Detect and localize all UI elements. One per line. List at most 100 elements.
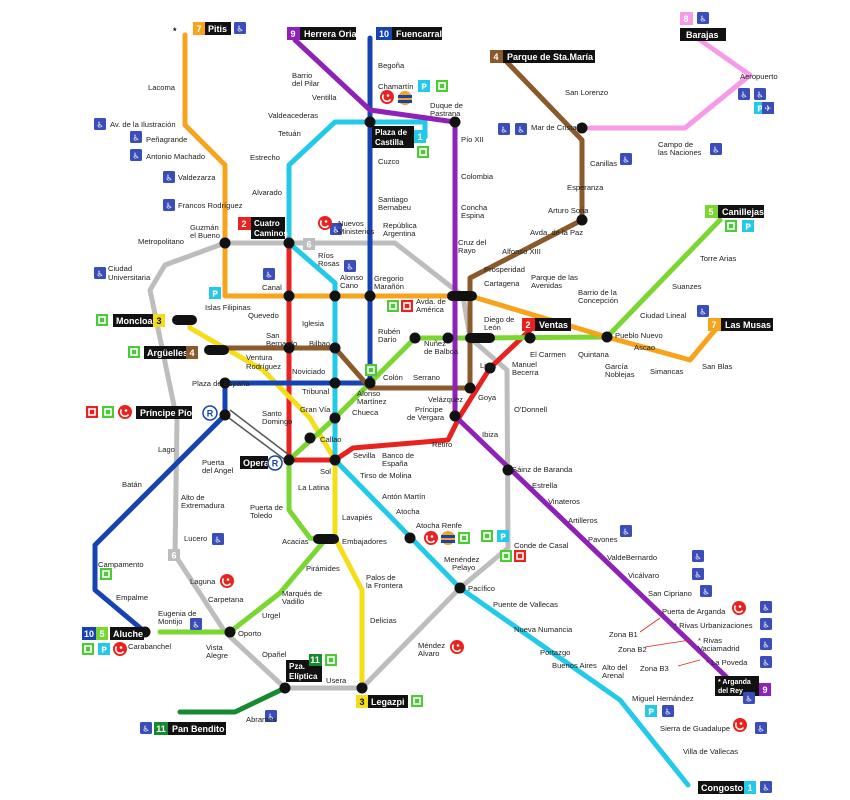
svg-text:Begoña: Begoña [378,61,405,70]
svg-text:3: 3 [359,697,364,707]
terminal-ventas[interactable]: 2 Ventas [522,318,571,331]
svg-text:Lista: Lista [480,361,497,370]
svg-text:6: 6 [171,551,176,561]
terminal-pitis[interactable]: * 7 Pitis [173,22,246,36]
svg-text:10: 10 [84,629,94,639]
svg-text:✈: ✈ [765,104,772,113]
svg-text:8: 8 [683,14,688,24]
terminal-arguelles[interactable]: Argüelles 4 [128,346,198,359]
svg-text:Zona B2: Zona B2 [618,645,647,654]
line-8 [579,37,753,131]
svg-text:Domingo: Domingo [262,417,292,426]
svg-text:Vinateros: Vinateros [548,497,580,506]
terminal-opera[interactable]: Opera R [240,455,283,471]
svg-text:Fuencarral: Fuencarral [396,29,442,39]
svg-text:Ascao: Ascao [634,343,655,352]
svg-text:Chamartín: Chamartín [378,82,413,91]
terminal-canillejas[interactable]: 5 Canillejas [705,205,764,232]
terminal-pan-bendito[interactable]: 11 Pan Bendito [140,722,226,735]
svg-text:Avenidas: Avenidas [531,281,562,290]
svg-text:Las Musas: Las Musas [725,320,771,330]
interchange-cartagena [447,291,477,301]
terminal-principe-pio[interactable]: Príncipe Pío R [86,404,218,421]
svg-text:4: 4 [189,348,194,358]
terminal-congosto[interactable]: Congosto 1 [698,781,772,794]
terminal-barajas[interactable]: 8 Barajas [680,12,726,41]
line-7 [182,32,718,363]
svg-text:Aeropuerto: Aeropuerto [740,72,778,81]
svg-text:7: 7 [711,320,716,330]
svg-text:Zona B1: Zona B1 [609,630,638,639]
svg-text:Colón: Colón [383,373,403,382]
wheelchair-icon [94,267,106,279]
svg-text:Plaza de: Plaza de [375,128,408,137]
svg-text:Opañel: Opañel [262,650,287,659]
svg-text:Alto de: Alto de [181,493,205,502]
terminal-pza-eliptica[interactable]: Pza. Elíptica 11 [286,654,337,682]
svg-text:Ventilla: Ventilla [312,93,337,102]
svg-text:Conde de Casal: Conde de Casal [514,541,569,550]
terminal-legazpi[interactable]: 3 Legazpi [356,695,423,708]
wheelchair-icon [754,88,766,100]
svg-text:Marqués de: Marqués de [282,589,322,598]
cercanias-icon [379,89,395,105]
wheelchair-icon [700,585,712,597]
svg-text:Laguna: Laguna [190,577,216,586]
svg-text:Valdezarza: Valdezarza [178,173,216,182]
svg-text:del Pilar: del Pilar [292,79,320,88]
elevator-icon [365,364,377,376]
terminal-herrera-oria[interactable]: 9 Herrera Oria [287,27,358,40]
elevator-icon [387,300,399,312]
renfe-icon [401,300,413,312]
terminal-las-musas[interactable]: 7 Las Musas [708,318,773,331]
svg-text:Av. de la Ilustración: Av. de la Ilustración [110,120,176,129]
svg-text:11: 11 [310,655,320,665]
plane-icon: ✈ [762,102,774,114]
line6-badge-bottom: 6 [168,549,180,561]
svg-text:Alonso: Alonso [357,389,380,398]
wheelchair-icon [515,123,527,135]
svg-text:Concha: Concha [461,203,488,212]
svg-text:Oporto: Oporto [238,629,261,638]
wheelchair-icon [760,601,772,613]
svg-text:Santo: Santo [262,409,282,418]
svg-text:Sevilla: Sevilla [353,451,376,460]
svg-text:Islas Filipinas: Islas Filipinas [205,303,251,312]
terminal-aluche[interactable]: 10 5 Aluche [82,627,144,657]
svg-text:Callao: Callao [320,435,342,444]
svg-text:Noviciado: Noviciado [292,367,325,376]
terminal-arganda[interactable]: * Arganda del Rey 9 [715,676,771,696]
svg-text:Pirámides: Pirámides [306,564,340,573]
svg-text:Lago: Lago [158,445,175,454]
svg-text:Congosto: Congosto [701,783,743,793]
terminal-cuatro-caminos[interactable]: 2 Cuatro Caminos [238,217,288,239]
wheelchair-icon [163,199,175,211]
interchange-arguelles [204,345,229,355]
terminal-moncloa[interactable]: Moncloa 3 [96,314,165,327]
svg-text:Guzmán: Guzmán [190,223,219,232]
wheelchair-icon [662,705,674,717]
svg-text:Pío XII: Pío XII [461,135,484,144]
svg-text:Atocha Renfe: Atocha Renfe [416,521,462,530]
svg-text:Ventura: Ventura [246,353,273,362]
svg-text:Tetuán: Tetuán [278,129,301,138]
svg-text:Canal: Canal [262,283,282,292]
terminal-parque-sta-maria[interactable]: 4 Parque de Sta.María [490,50,595,63]
svg-text:Canillas: Canillas [590,159,617,168]
svg-text:Lavapiés: Lavapiés [342,513,373,522]
cercanias-icon [731,600,747,616]
svg-text:Valdeacederas: Valdeacederas [268,111,318,120]
svg-text:Cano: Cano [340,281,358,290]
svg-text:5: 5 [708,207,713,217]
svg-text:6: 6 [306,240,311,250]
svg-text:4: 4 [493,52,498,62]
elevator-icon [82,643,94,655]
svg-text:Serrano: Serrano [413,373,440,382]
svg-text:Francos Rodríguez: Francos Rodríguez [178,201,243,210]
svg-text:Ibiza: Ibiza [482,430,499,439]
elevator-icon [411,695,423,707]
terminal-fuencarral[interactable]: 10 Fuencarral [376,27,442,40]
terminal-plaza-castilla[interactable]: Plaza de Castilla 1 [372,126,429,158]
svg-text:Espina: Espina [461,211,485,220]
svg-text:Rayo: Rayo [458,246,476,255]
